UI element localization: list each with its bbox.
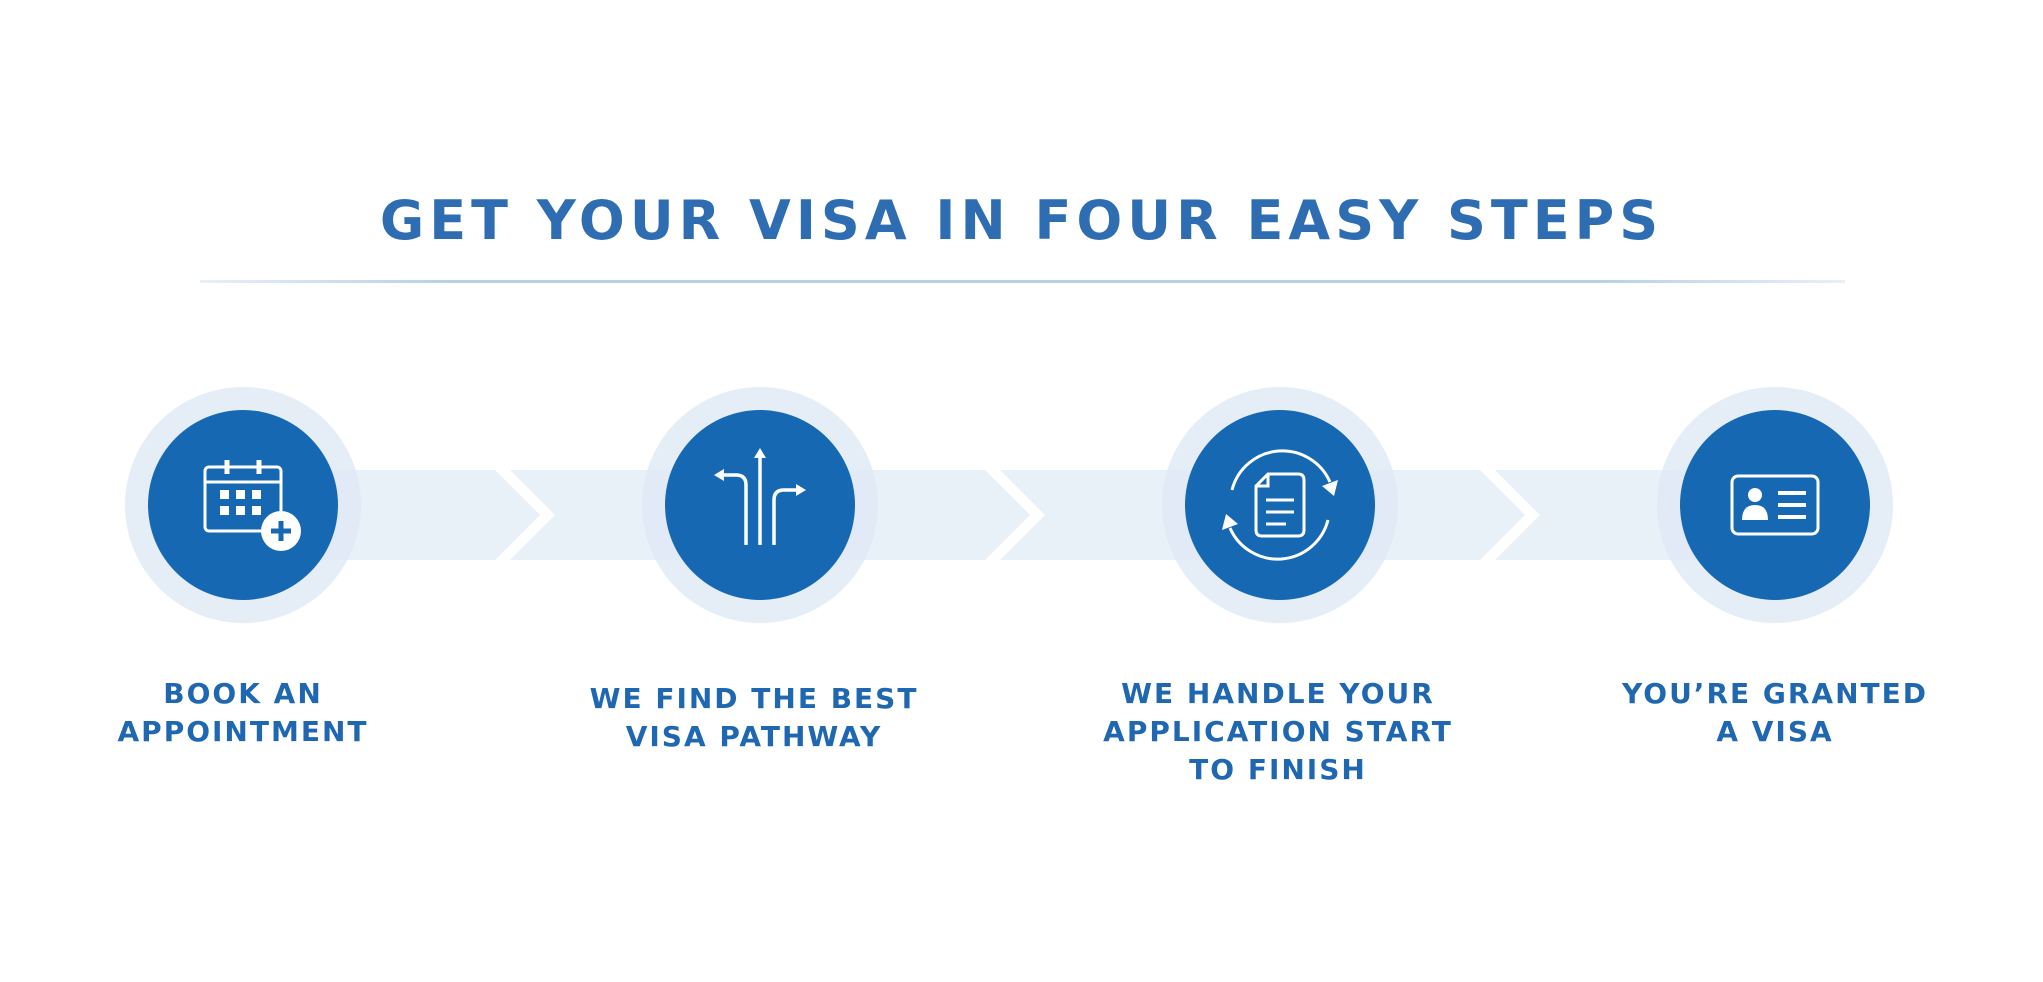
step-2-label: WE FIND THE BEST VISA PATHWAY (544, 680, 964, 756)
step-4-label-line: YOU’RE GRANTED (1621, 677, 1928, 710)
step-4-label: YOU’RE GRANTED A VISA (1565, 675, 1985, 751)
step-2-label-line: VISA PATHWAY (625, 720, 883, 753)
step-3 (1162, 387, 1398, 623)
step-2-label-line: WE FIND THE BEST (589, 682, 919, 715)
branching-arrows-icon (714, 448, 806, 545)
step-1-label-line: BOOK AN (163, 677, 323, 710)
step-3-label-line: WE HANDLE YOUR (1121, 677, 1435, 710)
step-3-label: WE HANDLE YOUR APPLICATION START TO FINI… (1068, 675, 1488, 789)
id-card-icon (1730, 474, 1820, 536)
step-3-label-line: APPLICATION START (1103, 715, 1453, 748)
step-2 (642, 387, 878, 623)
connector-band (300, 470, 1745, 560)
step-1-label-line: APPOINTMENT (117, 715, 369, 748)
step-4-label-line: A VISA (1716, 715, 1834, 748)
step-1-label: BOOK AN APPOINTMENT (33, 675, 453, 751)
step-4 (1657, 387, 1893, 623)
step-1-circle (148, 410, 338, 600)
step-1 (125, 387, 361, 623)
page-title: GET YOUR VISA IN FOUR EASY STEPS (379, 189, 1664, 252)
calendar-add-icon (203, 460, 301, 551)
title-divider (200, 280, 1845, 283)
step-4-circle (1680, 410, 1870, 600)
step-3-circle (1185, 410, 1375, 600)
document-cycle-icon (1222, 449, 1338, 561)
step-3-label-line: TO FINISH (1189, 753, 1367, 786)
